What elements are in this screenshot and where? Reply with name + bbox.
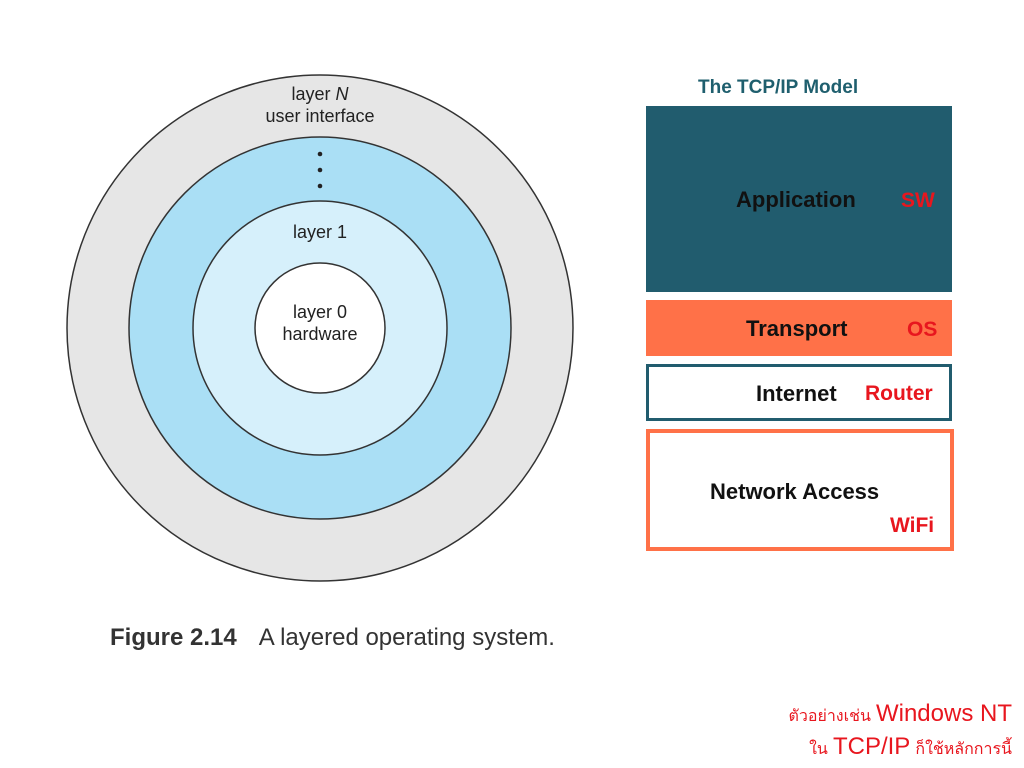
layer-0-sublabel: hardware	[282, 324, 357, 344]
figure-caption-text: A layered operating system.	[258, 624, 555, 651]
layer-1-label: layer 1	[293, 222, 347, 242]
internet-layer-box: Internet Router	[646, 364, 952, 421]
note-line-1: ตัวอย่างเช่น Windows NT	[788, 700, 1012, 727]
transport-tag: OS	[907, 318, 938, 341]
transport-layer-box: Transport OS	[646, 300, 952, 356]
example-note: ตัวอย่างเช่น Windows NT ใน TCP/IP ก็ใช้ห…	[788, 698, 1012, 764]
layer-n-label: layer N	[291, 84, 349, 104]
figure-number: Figure 2.14	[110, 624, 237, 651]
internet-layer-label: Internet	[756, 381, 837, 406]
network-access-tag: WiFi	[890, 514, 935, 537]
application-layer-box: Application SW	[646, 106, 952, 292]
layer-0-label: layer 0	[293, 302, 347, 322]
internet-tag: Router	[865, 382, 933, 405]
application-tag: SW	[901, 189, 935, 212]
ellipsis-dots	[317, 151, 323, 189]
application-layer-label: Application	[736, 187, 856, 212]
note-line-2: ใน TCP/IP ก็ใช้หลักการนี้	[809, 733, 1012, 760]
layer-n-sublabel: user interface	[265, 106, 374, 126]
transport-layer-label: Transport	[746, 316, 848, 341]
tcp-model-title: The TCP/IP Model	[698, 77, 859, 98]
network-access-layer-label: Network Access	[710, 479, 880, 504]
layer-0-core	[254, 262, 386, 394]
network-access-layer-box: Network Access WiFi	[646, 429, 954, 551]
figure-caption: Figure 2.14 A layered operating system.	[110, 624, 555, 652]
